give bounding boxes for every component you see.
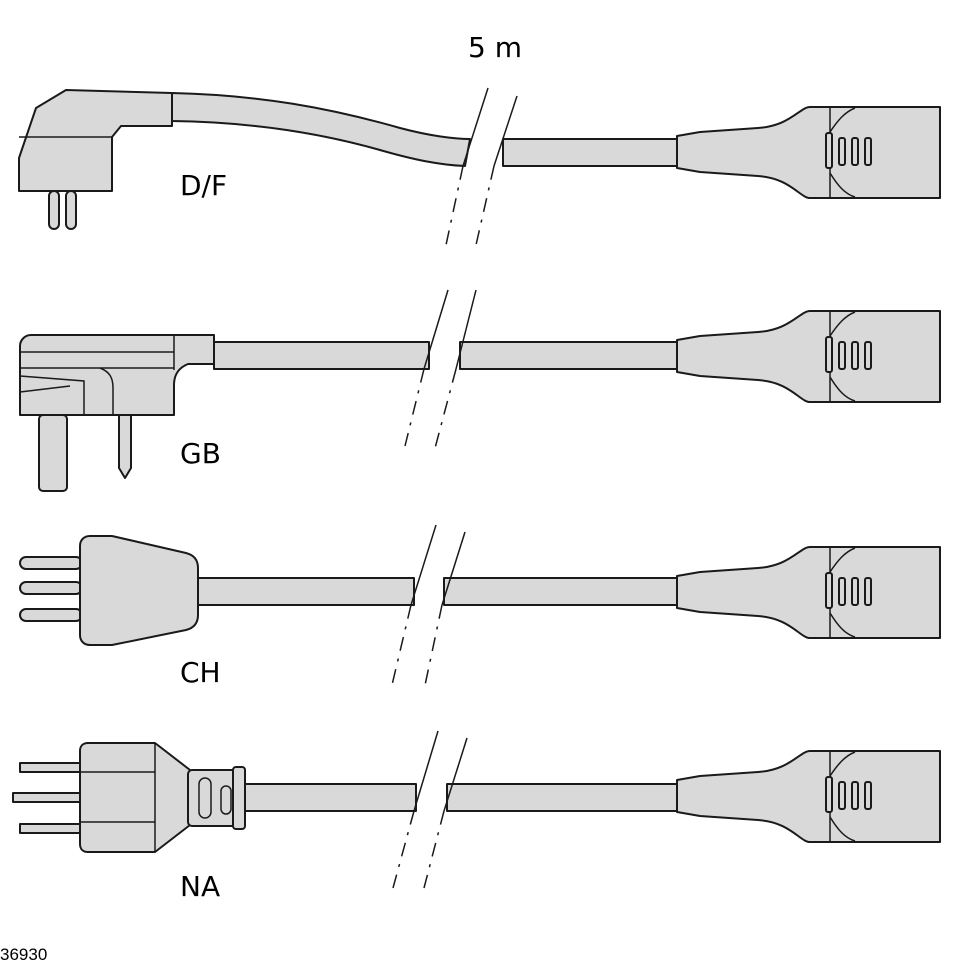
plug-ch-pin-1 [19, 556, 83, 570]
cable-df: D/F [18, 87, 941, 246]
cord-gb-left [213, 341, 430, 370]
plug-df-pin-1 [48, 190, 60, 230]
cord-ch-left [195, 577, 415, 606]
cord-df-right [502, 138, 679, 167]
cord-df-left [171, 92, 471, 167]
plug-df-pin-2 [65, 190, 77, 230]
break-line-df-1 [462, 87, 489, 167]
break-dash-ch-1 [391, 604, 412, 686]
plug-na-earth-pin [12, 792, 83, 803]
plug-ch-pin-3 [19, 608, 83, 622]
plug-na-pin-2 [19, 823, 83, 834]
cable-na: NA [12, 730, 941, 903]
length-label: 5 m [468, 31, 522, 64]
connector-na [676, 750, 941, 843]
connector-gb [676, 310, 941, 403]
connector-ch [676, 546, 941, 639]
break-line-gb-2 [455, 289, 477, 370]
cable-label-df: D/F [180, 169, 227, 202]
break-dash-df-1 [445, 165, 464, 246]
break-line-gb-1 [423, 289, 449, 370]
plug-gb-earth-pin [38, 414, 68, 492]
figure-number: 36930 [0, 945, 47, 964]
cord-ch-right [443, 577, 679, 606]
cable-label-gb: GB [180, 437, 221, 470]
plug-na-collar [232, 766, 246, 830]
plug-ch-pin-2 [19, 581, 83, 595]
break-line-ch-1 [410, 524, 437, 606]
plug-ch [79, 535, 199, 646]
break-dash-na-2 [423, 810, 445, 889]
cable-ch: CH [19, 524, 941, 691]
cord-na-right [446, 783, 679, 812]
cord-gb-right [459, 341, 679, 370]
plug-na-strain-relief [187, 769, 237, 827]
break-dash-df-2 [475, 165, 495, 246]
break-dash-gb-2 [433, 368, 457, 453]
plug-gb-pin [118, 414, 132, 479]
cable-gb: GB [19, 289, 941, 492]
break-dash-ch-2 [423, 604, 443, 691]
break-dash-na-1 [392, 810, 415, 889]
cable-label-ch: CH [180, 656, 221, 689]
break-dash-gb-1 [404, 368, 425, 447]
plug-df [18, 89, 173, 192]
break-line-na-1 [413, 730, 439, 812]
cord-na-left [243, 783, 417, 812]
connector-df [676, 106, 941, 199]
plug-gb [19, 334, 215, 416]
break-line-df-2 [493, 95, 518, 167]
plug-na [79, 742, 191, 853]
cable-label-na: NA [180, 870, 220, 903]
break-line-ch-2 [441, 531, 466, 606]
break-line-na-2 [443, 737, 468, 812]
plug-na-pin-1 [19, 762, 83, 773]
